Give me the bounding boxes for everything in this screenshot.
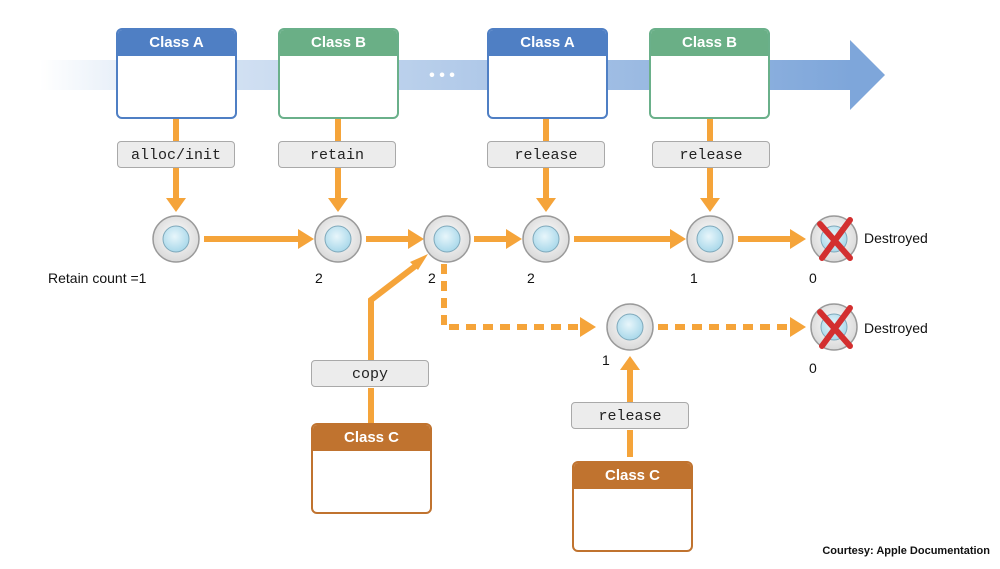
- copy-end-retain-count: 0: [809, 360, 817, 376]
- retain-count-6: 0: [809, 270, 817, 286]
- retain-node-2: [314, 215, 362, 263]
- class-c-label: Class C: [574, 463, 691, 489]
- alloc-init-message: alloc/init: [117, 141, 235, 168]
- release-message-1: release: [487, 141, 605, 168]
- retain-count-2: 2: [315, 270, 323, 286]
- destroyed-label-top: Destroyed: [864, 230, 928, 246]
- destroyed-node-top: [810, 215, 858, 263]
- destroyed-x-icon: [817, 217, 853, 261]
- retain-count-5: 1: [690, 270, 698, 286]
- release-message-2: release: [652, 141, 770, 168]
- class-c-box-2: Class C: [572, 461, 693, 552]
- copy-branch-arrowheads: [580, 317, 806, 337]
- retain-count-3: 2: [428, 270, 436, 286]
- connector-arrowheads: [166, 198, 720, 370]
- class-b-box-2: Class B: [649, 28, 770, 119]
- vertical-connectors: [173, 118, 713, 457]
- retain-node-1: [152, 215, 200, 263]
- retain-node-4: [522, 215, 570, 263]
- destroyed-node-bottom: [810, 303, 858, 351]
- class-a-box-2: Class A: [487, 28, 608, 119]
- retain-node-5: [686, 215, 734, 263]
- class-b-box-1: Class B: [278, 28, 399, 119]
- class-a-label: Class A: [489, 30, 606, 56]
- main-flow-arrowheads: [298, 229, 806, 249]
- class-b-label: Class B: [651, 30, 768, 56]
- class-c-label: Class C: [313, 425, 430, 451]
- class-a-box-1: Class A: [116, 28, 237, 119]
- class-a-label: Class A: [118, 30, 235, 56]
- destroyed-x-icon: [817, 305, 853, 349]
- class-c-box-1: Class C: [311, 423, 432, 514]
- retain-node-3: [423, 215, 471, 263]
- credit-text: Courtesy: Apple Documentation: [822, 545, 990, 557]
- retain-count-label: Retain count =1: [48, 270, 147, 286]
- destroyed-label-bottom: Destroyed: [864, 320, 928, 336]
- release-message-3: release: [571, 402, 689, 429]
- copy-retain-count: 1: [602, 352, 610, 368]
- retain-count-4: 2: [527, 270, 535, 286]
- copy-branch-dashed: [441, 264, 790, 330]
- timeline-ellipsis: • • •: [429, 67, 455, 84]
- retain-message: retain: [278, 141, 396, 168]
- copy-message: copy: [311, 360, 429, 387]
- class-b-label: Class B: [280, 30, 397, 56]
- copy-node: [606, 303, 654, 351]
